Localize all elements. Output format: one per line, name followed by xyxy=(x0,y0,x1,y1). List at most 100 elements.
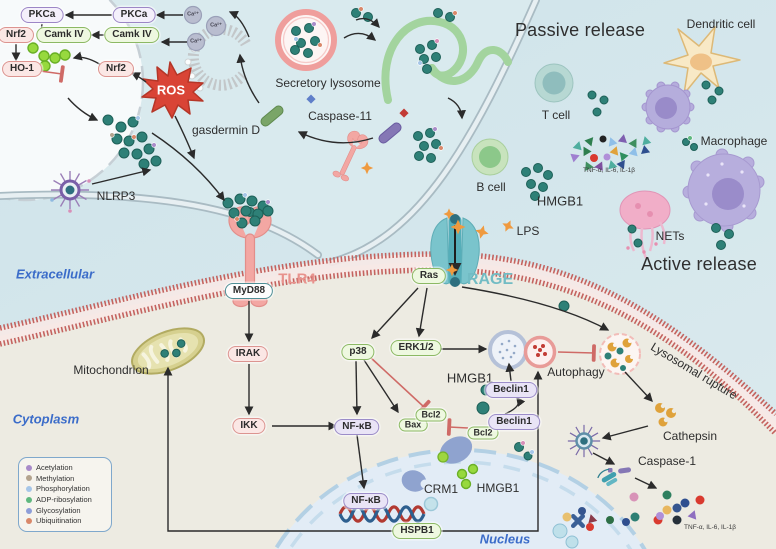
rage-label: RAGE xyxy=(466,271,514,288)
cytokine-triangles xyxy=(570,133,652,171)
crm1-label: CRM1 xyxy=(423,482,459,496)
extracellular-label: Extracellular xyxy=(15,266,95,282)
nrf2-pill-left: Nrf2 xyxy=(0,27,35,43)
cathepsin-particles xyxy=(655,403,677,427)
nucleus-label: Nucleus xyxy=(479,531,531,547)
caspase11-label: Caspase-11 xyxy=(308,109,372,123)
legend-label: Acetylation xyxy=(36,463,73,472)
ras-pill: Ras xyxy=(411,268,447,284)
t-cell xyxy=(534,63,574,103)
legend-item: Phosphorylation xyxy=(26,485,104,493)
hmgb1-label-cytoplasm: HMGB1 xyxy=(446,370,494,386)
hmgb1-label-nucleus: HMGB1 xyxy=(476,481,520,495)
nuclear-hmgb1-dots xyxy=(456,463,479,490)
cytoplasm-label: Cytoplasm xyxy=(12,411,80,427)
calcium-ions xyxy=(183,5,227,52)
gasdermin-label: gasdermin D xyxy=(191,123,261,137)
crm1-complex xyxy=(401,436,473,492)
active-release-heading: Active release xyxy=(641,254,757,274)
tlr4-label: TLR4 xyxy=(278,270,316,288)
legend-item: ADP-ribosylation xyxy=(26,496,104,504)
cytokines-label-top: TNF-α, IL-6, IL-1β xyxy=(583,166,635,174)
mitochondrion-shape xyxy=(131,327,205,375)
ruptured-membrane xyxy=(0,0,540,266)
phosphorylation-dot-icon xyxy=(26,486,32,493)
legend-label: Ubiquitination xyxy=(36,516,82,526)
released-cytokines xyxy=(586,490,705,526)
hmgb1-dots xyxy=(102,8,734,461)
camk-pill-mid: Camk IV xyxy=(104,27,160,43)
nfkb-pill-cytoplasm: NF-κB xyxy=(334,419,380,435)
macrophage-lower xyxy=(682,148,765,233)
irak-pill: IRAK xyxy=(227,346,269,362)
dendritic-cell-label: Dendritic cell xyxy=(686,17,756,31)
inflammasome xyxy=(567,424,601,458)
mitochondrion-label: Mitochondrion xyxy=(73,363,149,377)
legend-label: Phosphorylation xyxy=(36,484,90,494)
nfkb-pill-nucleus: NF-κB xyxy=(343,493,389,509)
myd88-pill: MyD88 xyxy=(224,283,274,299)
macrophage-label: Macrophage xyxy=(700,134,768,148)
hmgb1-label-extracellular: HMGB1 xyxy=(536,193,584,209)
autophagy-label: Autophagy xyxy=(547,365,605,379)
adp-ribosylation-dot-icon xyxy=(26,496,32,503)
ruptured-lysosome xyxy=(599,333,641,375)
ros-star xyxy=(141,61,204,119)
bcl2-pill-complex: Bcl2 xyxy=(415,408,447,422)
glycosylation-dot-icon xyxy=(26,507,32,514)
nlrp3-particle xyxy=(50,170,91,213)
caspase1-label: Caspase-1 xyxy=(637,454,697,468)
nlrp3-label: NLRP3 xyxy=(96,189,136,203)
bax-pill: Bax xyxy=(398,418,428,432)
cytokines-label-bottom: TNF-α, IL-6, IL-1β xyxy=(684,523,736,531)
ptm-legend: Acetylation Methylation Phosphorylation … xyxy=(18,457,112,532)
legend-label: ADP-ribosylation xyxy=(36,495,92,505)
calcium-label-2: Ca²⁺ xyxy=(210,22,222,29)
calcium-label-3: Ca²⁺ xyxy=(190,38,202,45)
p38-pill: p38 xyxy=(341,344,375,360)
legend-label: Methylation xyxy=(36,473,75,483)
plasma-membrane xyxy=(0,251,776,436)
t-cell-label: T cell xyxy=(541,108,571,122)
ptm-badges xyxy=(109,6,693,455)
methylation-dot-icon xyxy=(26,475,32,482)
nets-label: NETs xyxy=(655,229,685,243)
macrophage-upper xyxy=(641,81,695,133)
bcl2-pill-free: Bcl2 xyxy=(467,426,499,440)
b-cell xyxy=(471,138,509,176)
legend-item: Acetylation xyxy=(26,464,104,472)
calcium-label-1: Ca²⁺ xyxy=(187,11,199,18)
inhibition-lines xyxy=(39,65,596,436)
autophagosome xyxy=(488,330,557,370)
lps-label: LPS xyxy=(516,224,540,238)
secretory-lysosome xyxy=(275,9,337,71)
camk-pill-left: Camk IV xyxy=(36,27,92,43)
chromosome-debris xyxy=(552,507,594,549)
ho1-pill: HO-1 xyxy=(2,61,42,77)
legend-item: Ubiquitination xyxy=(26,517,104,525)
beclin1-pill-lower: Beclin1 xyxy=(488,414,540,430)
cathepsin-label: Cathepsin xyxy=(662,429,718,443)
ubiquitination-dot-icon xyxy=(26,518,32,525)
secretory-lysosome-label: Secretory lysosome xyxy=(275,76,381,90)
membrane-invagination xyxy=(381,16,512,104)
legend-label: Glycosylation xyxy=(36,505,81,515)
ros-label: ROS xyxy=(156,82,186,98)
passive-release-heading: Passive release xyxy=(514,20,646,40)
ribosome-glyph xyxy=(597,468,618,487)
b-cell-label: B cell xyxy=(476,180,506,194)
beclin1-pill-upper: Beclin1 xyxy=(485,382,537,398)
signal-arrows xyxy=(11,10,658,532)
legend-item: Methylation xyxy=(26,475,104,483)
intracellular-green-dots xyxy=(27,42,71,72)
erk-pill: ERK1/2 xyxy=(390,340,442,356)
pkca-pill-left: PKCa xyxy=(20,7,64,23)
nrf2-pill-mid: Nrf2 xyxy=(97,61,135,77)
hspb1-pill: HSPB1 xyxy=(392,523,442,539)
caspase1-glyph xyxy=(608,467,632,474)
ikk-pill: IKK xyxy=(232,418,266,434)
nets-structure xyxy=(619,190,671,259)
acetylation-dot-icon xyxy=(26,464,32,471)
